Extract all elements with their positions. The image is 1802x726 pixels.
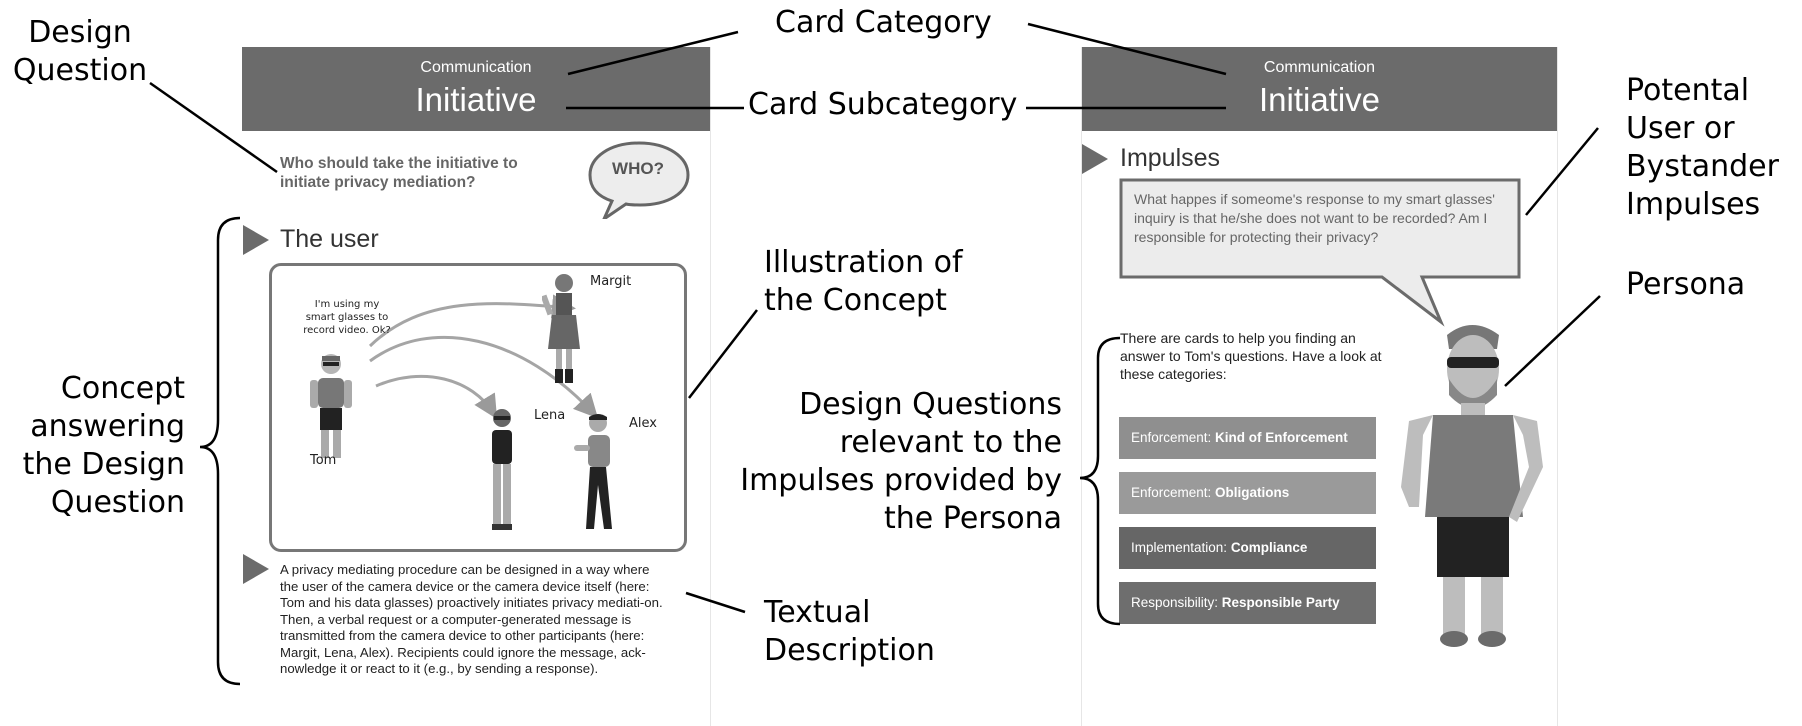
left-card-category: Communication (420, 59, 532, 76)
annotation-design-question: Design Question (12, 15, 148, 88)
left-card-design-question: Who should take the initiative to initia… (280, 155, 518, 191)
left-card-subcategory: Initiative (415, 81, 537, 118)
hint-text: There are cards to help you finding an a… (1120, 330, 1382, 382)
who-badge: WHO? (612, 159, 664, 178)
annotation-illustration: Illustration of the Concept (764, 245, 963, 318)
who-speech-bubble-icon (588, 141, 690, 219)
margit-label: Margit (590, 274, 632, 289)
annotation-potential-impulses: Potental User or Bystander Impulses (1626, 73, 1779, 222)
right-card: Communication Initiative Impulses What h… (1081, 47, 1558, 726)
concept-description: A privacy mediating procedure can be des… (280, 562, 663, 676)
annotation-design-questions-relevant: Design Questions relevant to the Impulse… (740, 387, 1062, 536)
tag-name: Compliance (1230, 540, 1308, 555)
lena-label: Lena (534, 408, 566, 423)
annotation-card-subcategory: Card Subcategory (748, 87, 1018, 122)
tom-figure-icon (310, 354, 352, 458)
tag-name: Responsible Party (1221, 595, 1340, 610)
annotation-textual-description: Textual Description (764, 595, 935, 668)
concept-illustration: I'm using my smart glasses to record vid… (269, 263, 687, 552)
tom-label: Tom (310, 453, 337, 468)
description-triangle-icon (243, 554, 269, 584)
impulses-triangle-icon (1082, 144, 1108, 174)
tag-responsible-party[interactable]: Responsibility: Responsible Party (1119, 582, 1376, 624)
right-card-header: Communication Initiative (1082, 47, 1557, 131)
right-card-category: Communication (1263, 59, 1376, 76)
tag-name: Obligations (1215, 485, 1290, 500)
tag-prefix: Responsibility: (1131, 595, 1222, 610)
annotation-persona: Persona (1626, 267, 1746, 302)
annotation-concept-answering: Concept answering the Design Question (22, 371, 185, 520)
tag-prefix: Enforcement: (1131, 430, 1216, 445)
tag-name: Kind of Enforcement (1215, 430, 1348, 445)
margit-figure-icon (542, 274, 580, 383)
left-card: Communication Initiative Who should take… (242, 47, 711, 726)
tag-obligations[interactable]: Enforcement: Obligations (1119, 472, 1376, 514)
concept-triangle-icon (243, 225, 269, 255)
right-card-subcategory: Initiative (1258, 81, 1381, 118)
alex-figure-icon (574, 414, 612, 529)
left-card-header: Communication Initiative (242, 47, 710, 131)
impulse-speech-bubble-icon (1119, 178, 1521, 327)
impulses-title: Impulses (1120, 144, 1221, 172)
tag-compliance[interactable]: Implementation: Compliance (1119, 527, 1376, 569)
lena-figure-icon (492, 409, 512, 530)
illustration-arrows (368, 294, 599, 420)
tag-prefix: Enforcement: (1131, 485, 1216, 500)
tag-kind-of-enforcement[interactable]: Enforcement: Kind of Enforcement (1119, 417, 1376, 459)
concept-title: The user (280, 225, 379, 253)
annotation-card-category: Card Category (775, 5, 992, 40)
alex-label: Alex (629, 416, 657, 431)
persona-figure-icon (1401, 325, 1543, 647)
tom-speech: I'm using my smart glasses to record vid… (303, 299, 391, 336)
impulse-text: What happes if someome's response to my … (1134, 191, 1495, 245)
tag-prefix: Implementation: (1131, 540, 1231, 555)
